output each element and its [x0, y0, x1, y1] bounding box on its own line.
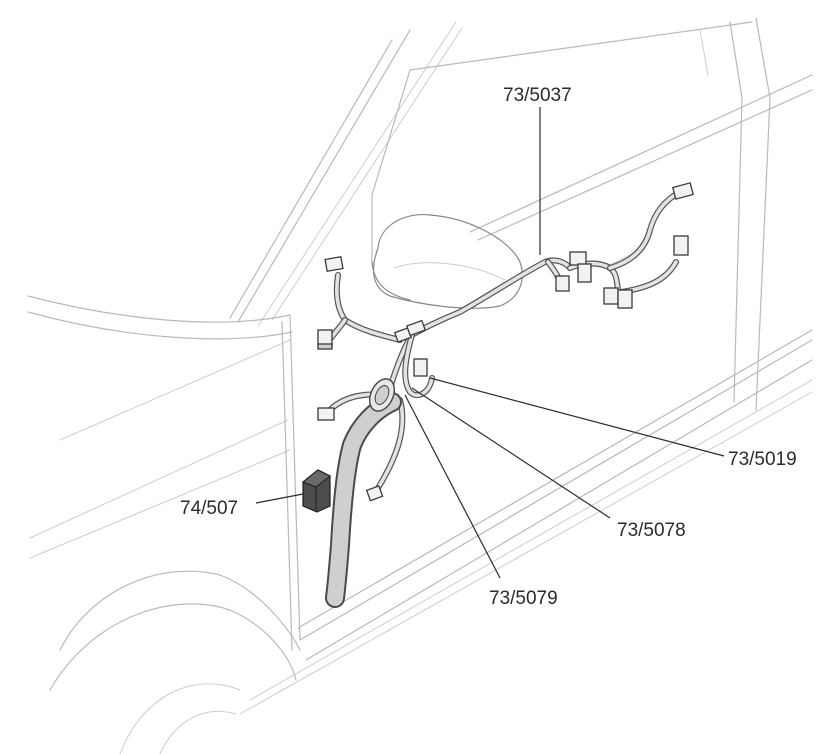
connector	[577, 263, 592, 283]
leader-lines	[255, 107, 725, 579]
leader-73-5079	[404, 394, 501, 579]
connector	[555, 275, 570, 292]
connector	[365, 485, 384, 502]
leader-73-5078	[411, 387, 611, 519]
callout-74-507: 74/507	[180, 498, 238, 519]
callout-73-5078: 73/5078	[617, 520, 686, 541]
leader-73-5019	[429, 377, 725, 457]
connector	[603, 287, 619, 305]
callout-labels: 73/5037 73/5019 73/5078 73/5079 74/507	[180, 85, 797, 609]
connector	[324, 255, 344, 273]
connector	[617, 289, 633, 309]
callout-73-5079: 73/5079	[489, 588, 558, 609]
connector	[317, 407, 335, 421]
connectors	[317, 182, 695, 502]
connector	[413, 358, 428, 377]
leader-74-507	[255, 493, 304, 504]
wiring-harness	[323, 189, 683, 491]
connector	[317, 329, 333, 350]
callout-73-5037: 73/5037	[503, 85, 572, 106]
connector	[569, 251, 587, 266]
callout-73-5019: 73/5019	[728, 449, 797, 470]
harness-conduit	[325, 392, 402, 608]
connector	[671, 182, 695, 200]
module-74-507	[302, 469, 331, 513]
connector	[673, 235, 689, 256]
grommet	[369, 378, 395, 412]
side-mirror	[371, 213, 523, 309]
connector	[405, 319, 427, 337]
vehicle-body-outline	[27, 17, 813, 754]
